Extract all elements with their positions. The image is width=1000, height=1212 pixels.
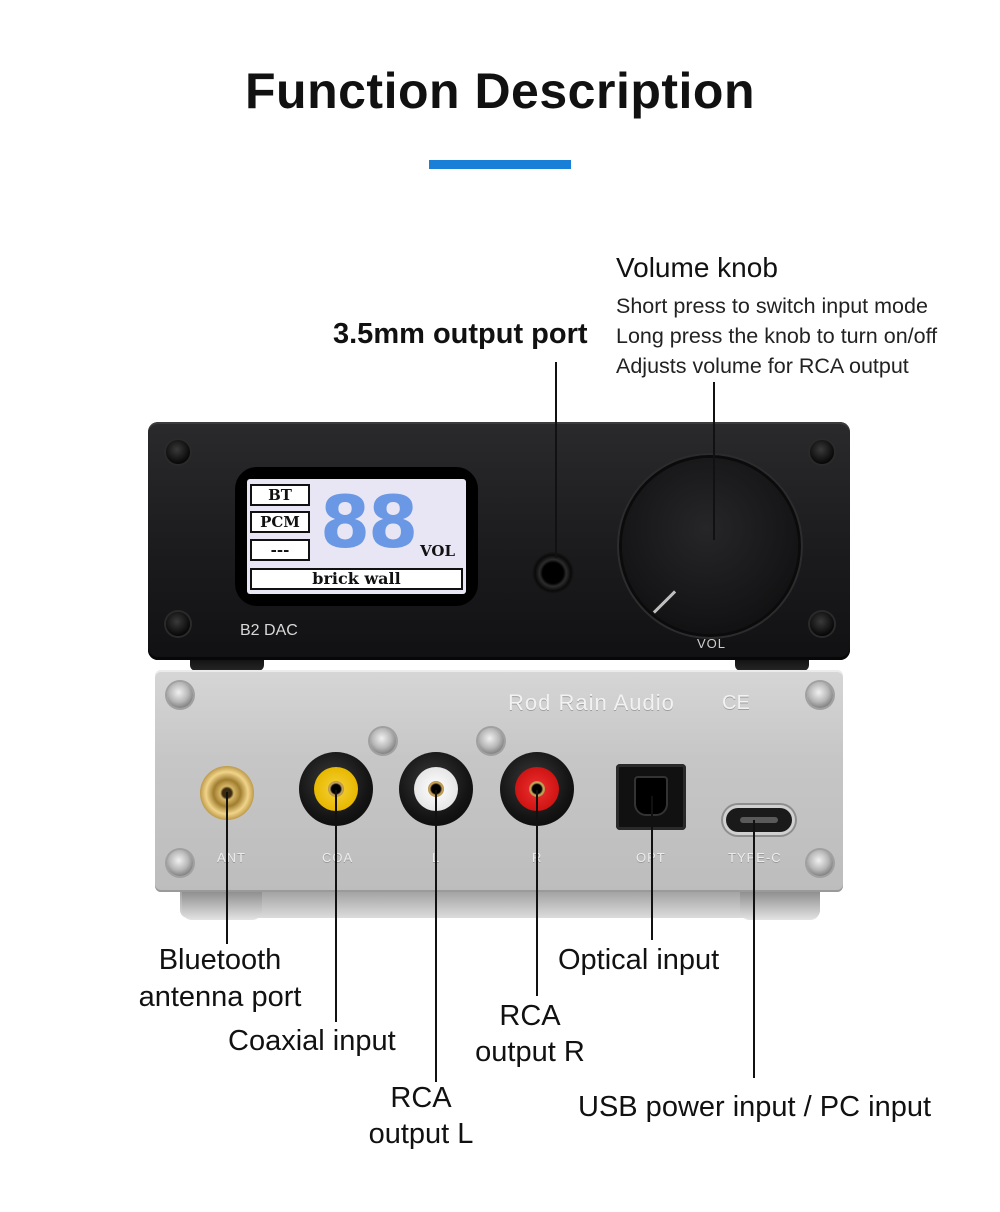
screw-icon xyxy=(810,612,834,636)
rca-output-l-label-line-2: output L xyxy=(368,1118,474,1150)
screw-icon xyxy=(807,850,833,876)
rear-label-coa: COA xyxy=(322,850,354,865)
leader-line-headphone xyxy=(555,362,557,558)
display-filter-label: brick wall xyxy=(250,568,463,590)
leader-line-rca-left xyxy=(435,790,437,1082)
display-volume-value: 88 xyxy=(320,480,418,564)
rear-base xyxy=(180,888,820,918)
display-mode-rate: --- xyxy=(250,539,310,561)
screw-icon xyxy=(166,612,190,636)
rear-panel xyxy=(155,670,843,892)
headphone-port-title: 3.5mm output port xyxy=(333,318,588,350)
bluetooth-antenna-label-line-1: Bluetooth xyxy=(158,944,282,976)
volume-knob-desc-3: Adjusts volume for RCA output xyxy=(616,354,909,378)
volume-knob-desc-1: Short press to switch input mode xyxy=(616,294,928,318)
brand-logo: Rod Rain Audio xyxy=(508,690,675,715)
headphone-jack xyxy=(532,552,574,594)
bluetooth-antenna-label-line-2: antenna port xyxy=(138,981,302,1013)
display-mode-bt: BT xyxy=(250,484,310,506)
rear-label-opt: OPT xyxy=(636,850,666,865)
rca-output-r-label-line-1: RCA xyxy=(499,1000,561,1032)
screw-icon xyxy=(167,850,193,876)
usb-c-port-tongue xyxy=(740,817,778,823)
display-volume-unit: VOL xyxy=(420,542,455,560)
screw-icon xyxy=(166,440,190,464)
screw-icon xyxy=(810,440,834,464)
screw-icon xyxy=(167,682,193,708)
screw-icon xyxy=(807,682,833,708)
volume-knob xyxy=(622,458,798,634)
volume-knob-desc-2: Long press the knob to turn on/off xyxy=(616,324,938,348)
leader-line-rca-right xyxy=(536,790,538,996)
rca-output-r-label-line-2: output R xyxy=(475,1036,585,1068)
coaxial-jack-pin xyxy=(328,781,344,797)
model-label: B2 DAC xyxy=(240,622,298,639)
leader-line-usb xyxy=(753,820,755,1078)
rear-foot-right xyxy=(740,890,820,920)
rca-output-l-label-line-1: RCA xyxy=(390,1082,452,1114)
knob-label: VOL xyxy=(697,636,727,651)
leader-line-optical xyxy=(651,796,653,940)
screw-icon xyxy=(478,728,504,754)
rca-right-jack-pin xyxy=(529,781,545,797)
usb-power-input-label: USB power input / PC input xyxy=(578,1091,932,1123)
rear-label-ant: ANT xyxy=(217,850,246,865)
leader-line-volume-knob xyxy=(713,382,715,540)
display-mode-pcm: PCM xyxy=(250,511,310,533)
volume-knob-title: Volume knob xyxy=(616,252,778,283)
rca-left-jack-pin xyxy=(428,781,444,797)
leader-line-coaxial xyxy=(335,790,337,1022)
ce-mark: CE xyxy=(722,692,750,714)
rear-foot-left xyxy=(182,890,262,920)
leader-line-bluetooth xyxy=(226,792,228,944)
page-title: Function Description xyxy=(245,63,755,119)
optical-input-label: Optical input xyxy=(558,944,720,976)
screw-icon xyxy=(370,728,396,754)
title-accent-bar xyxy=(429,160,571,169)
coaxial-input-label: Coaxial input xyxy=(228,1025,396,1057)
